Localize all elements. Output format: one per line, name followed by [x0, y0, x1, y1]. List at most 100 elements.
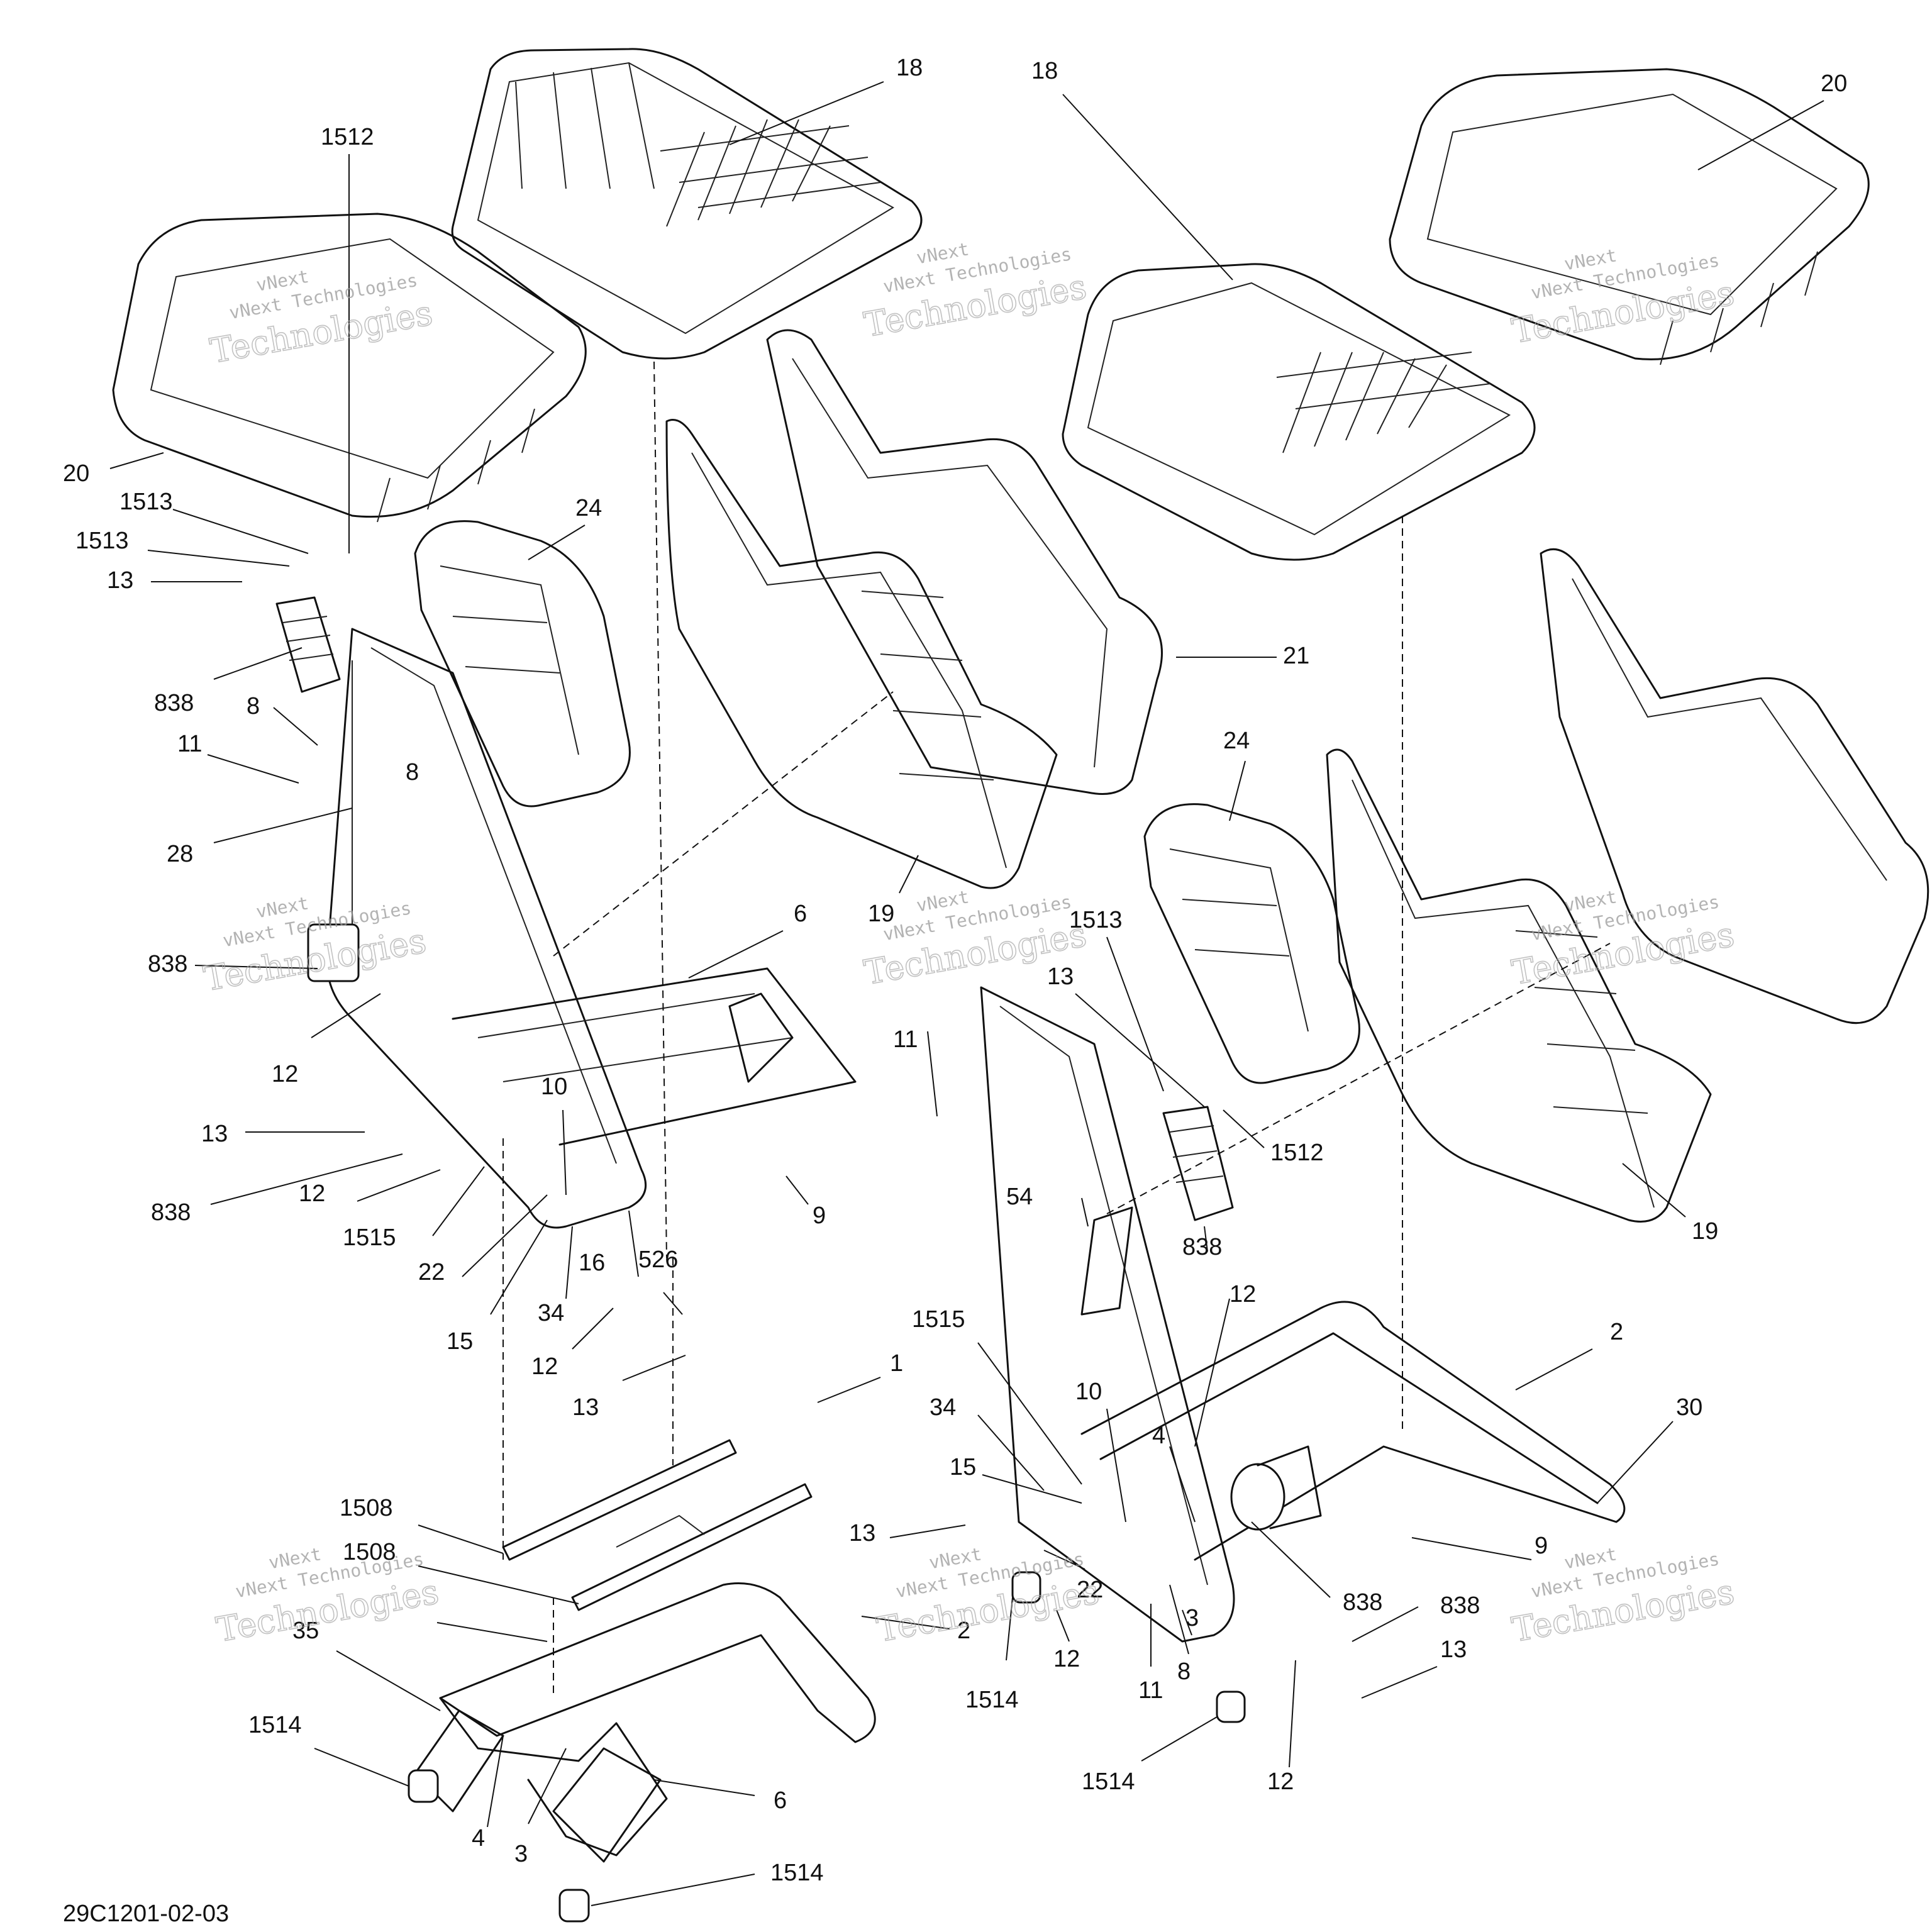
bumpers-1514: [408, 1571, 1246, 1923]
callout-4: 4: [472, 1825, 485, 1852]
callout-13: 13: [1440, 1636, 1467, 1663]
callout-838: 838: [154, 690, 194, 716]
seat-frame-28: [326, 628, 857, 1229]
seat-cushion-20-right: [1389, 68, 1870, 365]
callout-838: 838: [148, 951, 187, 977]
callout-8: 8: [247, 693, 260, 719]
assembly-lines: [502, 361, 1611, 1698]
callout-54: 54: [1006, 1184, 1033, 1210]
callout-2: 2: [957, 1618, 970, 1644]
seat-shell-19-right: [1326, 748, 1712, 1223]
callout-9: 9: [1535, 1533, 1548, 1559]
seat-shell-far-right: [1540, 548, 1929, 1024]
base-frame-35: [414, 1582, 876, 1863]
head-restraint-24-left: [414, 520, 631, 808]
watermark-1: vNext vNext Technologies Technologies: [207, 266, 436, 372]
callout-2: 2: [1610, 1319, 1623, 1345]
callout-1508: 1508: [340, 1495, 393, 1521]
callout-4: 4: [1152, 1423, 1165, 1449]
callout-1515: 1515: [912, 1306, 965, 1333]
callout-20: 20: [1821, 70, 1847, 97]
watermarks: vNext vNext Technologies Technologies vN…: [200, 238, 1738, 1650]
callout-11: 11: [893, 1026, 918, 1053]
seat-shell-21: [766, 329, 1163, 795]
callout-1512: 1512: [1270, 1140, 1324, 1166]
callout-8: 8: [406, 759, 419, 786]
callout-1515: 1515: [343, 1224, 396, 1251]
callout-838: 838: [1440, 1592, 1480, 1619]
drawing-parts: [112, 48, 1929, 1923]
callout-12: 12: [272, 1061, 298, 1087]
callout-10: 10: [541, 1074, 567, 1100]
callout-526: 526: [638, 1246, 678, 1273]
callout-1513: 1513: [75, 528, 129, 554]
callout-35: 35: [292, 1618, 319, 1644]
callout-11: 11: [1138, 1677, 1163, 1704]
callout-1514: 1514: [770, 1860, 824, 1886]
callout-12: 12: [299, 1180, 325, 1207]
callout-3: 3: [1185, 1605, 1199, 1631]
callout-1513: 1513: [1069, 907, 1123, 933]
callout-838: 838: [1182, 1234, 1222, 1260]
callout-10: 10: [1075, 1379, 1102, 1405]
leader-lines: [109, 81, 1824, 1906]
callout-21: 21: [1283, 643, 1309, 669]
callout-1514: 1514: [965, 1687, 1019, 1713]
seatbelt-buckles-838: [275, 596, 1234, 1316]
callout-18: 18: [1031, 58, 1058, 84]
callout-18: 18: [896, 55, 923, 81]
watermark-7: vNext vNext Technologies Technologies: [213, 1543, 442, 1650]
callout-labels: 18 18 20 1512 20 1513 1513 13 24 838 8 1…: [63, 55, 1847, 1886]
watermark-6: vNext vNext Technologies Technologies: [1508, 886, 1738, 993]
watermark-3: vNext vNext Technologies Technologies: [1508, 245, 1738, 352]
callout-6: 6: [794, 901, 807, 927]
callout-1514: 1514: [248, 1712, 302, 1738]
callout-22: 22: [1077, 1577, 1103, 1603]
callout-34: 34: [930, 1394, 956, 1421]
seat-shell-19-left: [665, 419, 1058, 889]
seat-cushion-20-left: [112, 213, 587, 523]
callout-1512: 1512: [321, 124, 374, 150]
callout-12: 12: [1267, 1768, 1294, 1795]
callout-13: 13: [572, 1394, 599, 1421]
callout-24: 24: [1223, 728, 1250, 754]
callout-28: 28: [167, 841, 193, 867]
head-restraint-24-right: [1143, 803, 1360, 1084]
callout-15: 15: [950, 1454, 976, 1480]
callout-20: 20: [63, 460, 89, 487]
callout-13: 13: [107, 567, 133, 594]
callout-1: 1: [890, 1350, 903, 1377]
callout-838: 838: [151, 1199, 191, 1226]
callout-22: 22: [418, 1259, 445, 1285]
seat-bottom-18-right: [1062, 263, 1536, 561]
support-tube-30: [1080, 1301, 1626, 1561]
callout-34: 34: [538, 1300, 564, 1326]
seat-frame-right: [980, 986, 1235, 1643]
callout-9: 9: [813, 1202, 826, 1229]
seat-bottom-18-left: [451, 48, 923, 360]
watermark-8: vNext vNext Technologies Technologies: [873, 1543, 1102, 1650]
callout-12: 12: [1053, 1646, 1080, 1672]
reference-code: 29C1201-02-03: [63, 1901, 229, 1927]
callout-15: 15: [447, 1328, 473, 1355]
callout-1514: 1514: [1082, 1768, 1135, 1795]
callout-13: 13: [849, 1520, 875, 1546]
callout-13: 13: [201, 1121, 228, 1147]
callout-19: 19: [1692, 1218, 1718, 1245]
callout-838: 838: [1343, 1589, 1382, 1616]
callout-11: 11: [177, 731, 202, 757]
callout-30: 30: [1676, 1394, 1702, 1421]
callout-12: 12: [531, 1353, 558, 1380]
seat-rails-1508: [502, 1439, 813, 1611]
callout-19: 19: [868, 901, 894, 927]
callout-24: 24: [575, 495, 602, 521]
callout-1508: 1508: [343, 1539, 396, 1565]
callout-3: 3: [514, 1841, 528, 1867]
callout-1513: 1513: [119, 489, 173, 515]
callout-6: 6: [774, 1787, 787, 1814]
callout-12: 12: [1230, 1281, 1256, 1307]
watermark-2: vNext vNext Technologies Technologies: [860, 238, 1090, 345]
callout-13: 13: [1047, 963, 1074, 990]
callout-16: 16: [579, 1250, 605, 1276]
